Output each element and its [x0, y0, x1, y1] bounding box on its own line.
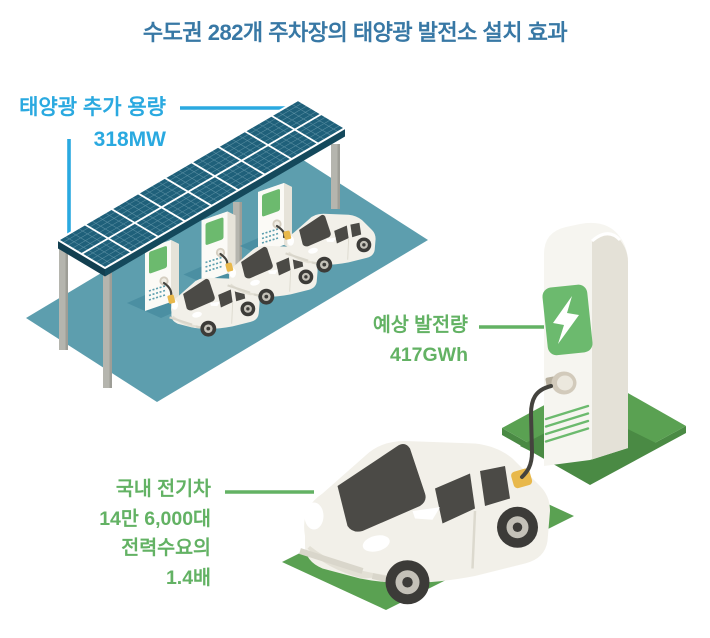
label-solar-capacity: 태양광 추가 용량 318MW: [19, 92, 166, 156]
panel-gaps: [81, 113, 322, 255]
canopy-fascia: [105, 128, 345, 277]
label-ev-demand: 국내 전기차 14만 6,000대 전력수요의 1.4배: [99, 475, 211, 593]
label-ev-demand-line3: 전력수요의: [121, 537, 211, 559]
panel-border: [57, 99, 346, 269]
car-charge-ports: [167, 230, 292, 304]
lightning-bolt-icon: [553, 296, 579, 344]
charger-vents: [544, 404, 590, 443]
label-solar-capacity-text: 태양광 추가 용량: [19, 96, 166, 119]
charging-station: [542, 222, 628, 466]
solar-carport-scene: [26, 99, 428, 402]
label-expected-generation-text: 예상 발전량: [372, 314, 468, 336]
infographic-title: 수도권 282개 주차장의 태양광 발전소 설치 효과: [142, 20, 568, 45]
charger-socket: [545, 371, 577, 395]
ev-charging-scene: [225, 222, 686, 610]
label-expected-generation: 예상 발전량 417GWh: [373, 310, 468, 370]
charging-station-side: [592, 233, 628, 460]
label-ev-demand-line4: 1.4배: [165, 566, 211, 589]
label-ev-demand-line2: 14만 6,000대: [99, 507, 211, 530]
label-solar-capacity-value: 318MW: [93, 128, 166, 151]
solar-panel-canopy: [57, 99, 346, 277]
canopy-left-cap: [58, 240, 105, 277]
charging-cable: [520, 384, 553, 479]
label-ev-demand-line1: 국내 전기차: [115, 478, 211, 500]
label-expected-generation-value: 417GWh: [389, 344, 468, 366]
